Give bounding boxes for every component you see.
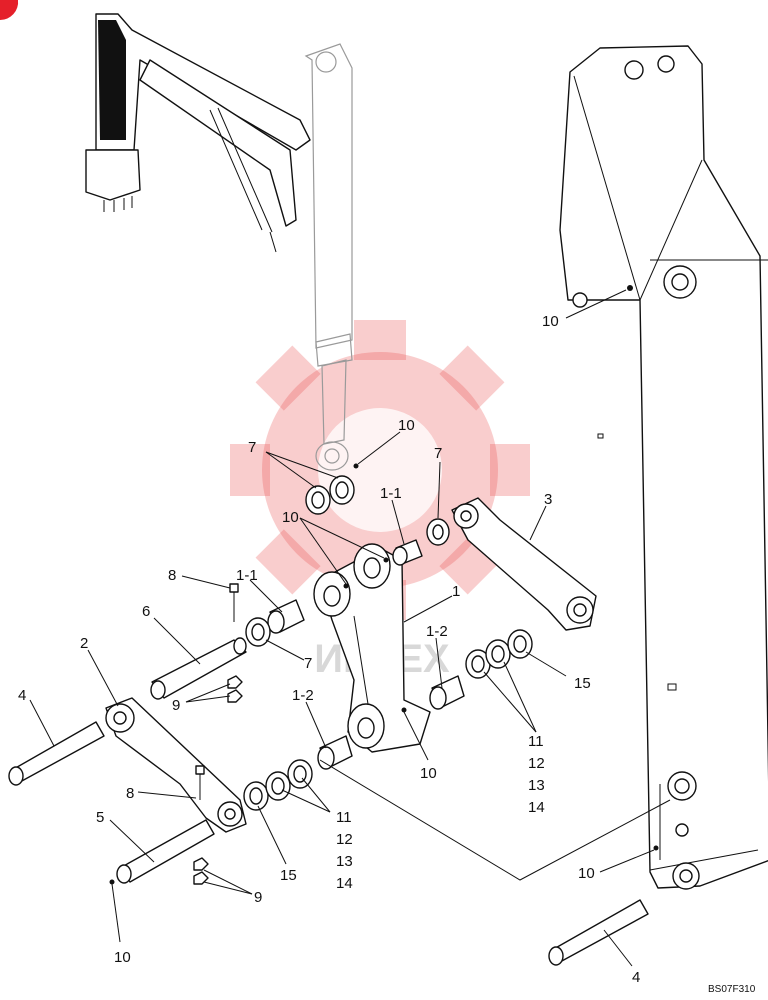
callout-11-left: 11 (336, 809, 352, 826)
callout-10-link: 10 (282, 509, 299, 526)
callout-12-right: 12 (528, 755, 545, 772)
callout-4-bottom: 4 (632, 969, 640, 986)
link-2 (105, 697, 247, 833)
leader-lines (29, 289, 655, 967)
callout-2: 2 (80, 635, 88, 652)
callout-15-right: 15 (574, 675, 591, 692)
link-3 (451, 497, 597, 631)
callout-13-right: 13 (528, 777, 545, 794)
shims-left (243, 759, 313, 811)
callout-6: 6 (142, 603, 150, 620)
callout-10-boom-top: 10 (542, 313, 559, 330)
callout-labels: 10 10 7 7 1-1 3 10 8 1-1 1 6 1-2 7 2 15 … (18, 313, 640, 986)
callout-7-right: 7 (434, 445, 442, 462)
shims-right (465, 629, 533, 679)
callout-1-2-right: 1-2 (426, 623, 448, 640)
callout-7-left: 7 (248, 439, 256, 456)
boom-arm (559, 45, 768, 890)
callout-10-bottom-link: 10 (420, 765, 437, 782)
thrust-washers-7-top (305, 475, 450, 546)
callout-8-top: 8 (168, 567, 176, 584)
corner-marker (0, 0, 19, 21)
pin-6 (150, 583, 247, 703)
pin-4-bottom (548, 899, 649, 966)
callout-7-mid: 7 (304, 655, 312, 672)
callout-8-bottom: 8 (126, 785, 134, 802)
callout-3: 3 (544, 491, 552, 508)
callout-10-bottom-left: 10 (114, 949, 131, 966)
callout-12-left: 12 (336, 831, 353, 848)
callout-14-right: 14 (528, 799, 545, 816)
callout-13-left: 13 (336, 853, 353, 870)
drawing-code: BS07F310 (708, 984, 756, 995)
link-assembly-1 (313, 543, 431, 753)
excavator-arm-thumbnail (85, 13, 311, 253)
callout-9-bottom: 9 (254, 889, 262, 906)
assembly-line (319, 759, 671, 881)
pin-5 (116, 765, 215, 885)
bucket-cylinder (304, 43, 353, 471)
bushings (267, 539, 465, 770)
callout-1-1-top: 1-1 (380, 485, 402, 502)
pin-4-left (8, 721, 105, 786)
thrust-washer-7-mid (245, 617, 271, 647)
callout-4-left: 4 (18, 687, 26, 704)
callout-15-left: 15 (280, 867, 297, 884)
grease-fittings (109, 285, 659, 885)
callout-10-bottom-arm: 10 (578, 865, 595, 882)
callout-9-top: 9 (172, 697, 180, 714)
callout-1-1-left: 1-1 (236, 567, 258, 584)
callout-1-2-left: 1-2 (292, 687, 314, 704)
callout-10-cylinder: 10 (398, 417, 415, 434)
callout-1: 1 (452, 583, 460, 600)
callout-11-right: 11 (528, 733, 544, 750)
callout-5: 5 (96, 809, 104, 826)
callout-14-left: 14 (336, 875, 353, 892)
